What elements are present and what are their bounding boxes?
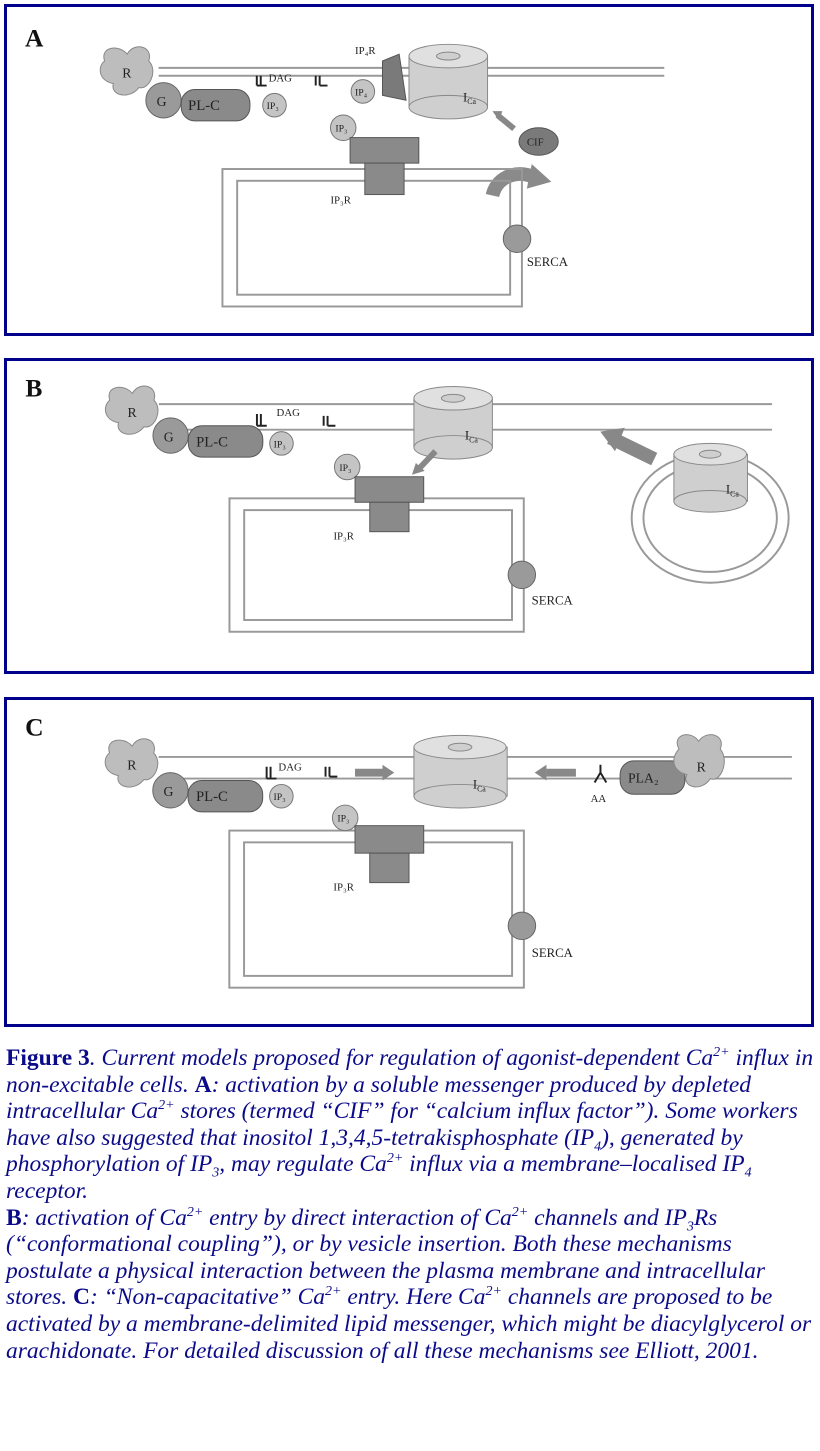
ip3-molecule: IP₃ (269, 431, 294, 456)
figure-number: Figure 3 (6, 1045, 90, 1071)
panel-b-letter: B (25, 373, 42, 402)
plc-enzyme: PL-C (187, 425, 264, 458)
serca-label: SERCA (527, 255, 569, 269)
ica-channel: ICa (413, 386, 493, 460)
figure-caption: Figure 3. Current models proposed for re… (6, 1045, 814, 1364)
svg-text:IP₃: IP₃ (335, 124, 347, 135)
receptor-2: R (673, 734, 725, 788)
dag-lipid: DAG (265, 762, 338, 780)
g-protein: G (145, 82, 182, 119)
panel-c: C R G PL-C DAG IP₃ ICa AA PLA₂ R (4, 697, 814, 1027)
pla2-enzyme: PLA₂ (619, 760, 686, 795)
receptor: R (99, 46, 154, 96)
aa-lipid: AA (591, 764, 608, 805)
g-protein-label: G (157, 94, 167, 109)
cif-messenger: CIF (485, 111, 559, 198)
svg-text:R: R (697, 760, 707, 775)
panel-a-letter: A (25, 23, 44, 52)
svg-text:IP₃: IP₃ (274, 792, 286, 803)
dag-lipid: DAG (255, 407, 336, 427)
svg-text:IP₃R: IP₃R (333, 881, 354, 893)
dag-lipid: DAG (255, 73, 328, 87)
plc-label: PL-C (188, 98, 220, 114)
ip3r-channel: IP₃ IP₃R (333, 453, 425, 543)
ip3r-channel: IP₃ IP₃R (331, 804, 425, 893)
ip4-label: IP₄ (355, 87, 368, 98)
svg-text:R: R (127, 405, 137, 420)
svg-text:IP₃: IP₃ (274, 439, 286, 450)
vesicle: ICa (630, 442, 790, 584)
svg-text:IP₃: IP₃ (339, 463, 351, 474)
receptor: R (104, 385, 159, 435)
panel-c-diagram: C R G PL-C DAG IP₃ ICa AA PLA₂ R (25, 712, 792, 989)
serca-pump: SERCA (507, 911, 574, 960)
svg-text:PL-C: PL-C (196, 789, 228, 805)
svg-text:DAG: DAG (278, 762, 302, 774)
ica-channel: ICa (413, 734, 508, 809)
svg-text:SERCA: SERCA (532, 946, 574, 960)
ica-channel: ICa (408, 43, 489, 120)
plc-enzyme: PL-C (187, 780, 264, 813)
dag-label: DAG (269, 73, 293, 85)
ip3-molecule: IP₃ (269, 783, 294, 809)
svg-text:DAG: DAG (277, 407, 301, 419)
svg-text:PL-C: PL-C (196, 434, 228, 450)
serca-pump: SERCA (502, 224, 569, 269)
aa-label: AA (591, 793, 607, 805)
svg-text:SERCA: SERCA (532, 593, 574, 607)
panel-a-diagram: A R G PL-C DAG IP₃ IP₄ IP₄R ICa (25, 23, 665, 308)
g-protein: G (152, 772, 189, 809)
ip3-molecule: IP₃ (262, 92, 287, 118)
coupling-arrow (416, 449, 438, 471)
plc-enzyme: PL-C (180, 88, 251, 122)
svg-text:IP₃: IP₃ (337, 814, 349, 825)
ip4-receptor: IP₄ IP₄R (350, 45, 407, 104)
svg-text:IP₃R: IP₃R (333, 531, 354, 543)
serca-pump: SERCA (507, 560, 574, 607)
receptor-label: R (122, 66, 132, 81)
panel-c-letter: C (25, 712, 43, 741)
svg-text:G: G (164, 784, 174, 799)
panel-b: B R G PL-C DAG IP₃ ICa IP₃ IP₃R (4, 358, 814, 674)
svg-text:G: G (164, 429, 174, 444)
panel-b-diagram: B R G PL-C DAG IP₃ ICa IP₃ IP₃R (25, 373, 790, 633)
svg-text:R: R (127, 758, 137, 773)
ip3r-channel: IP₃ IP₃R (329, 114, 420, 206)
pla2-label: PLA₂ (628, 770, 659, 785)
cif-label: CIF (527, 136, 544, 148)
receptor: R (104, 738, 159, 788)
ip4r-label: IP₄R (355, 45, 376, 57)
g-protein: G (152, 417, 189, 454)
ip3-label: IP₃ (267, 101, 279, 112)
ip3r-label: IP₃R (330, 194, 351, 206)
panel-a: A R G PL-C DAG IP₃ IP₄ IP₄R ICa (4, 4, 814, 336)
